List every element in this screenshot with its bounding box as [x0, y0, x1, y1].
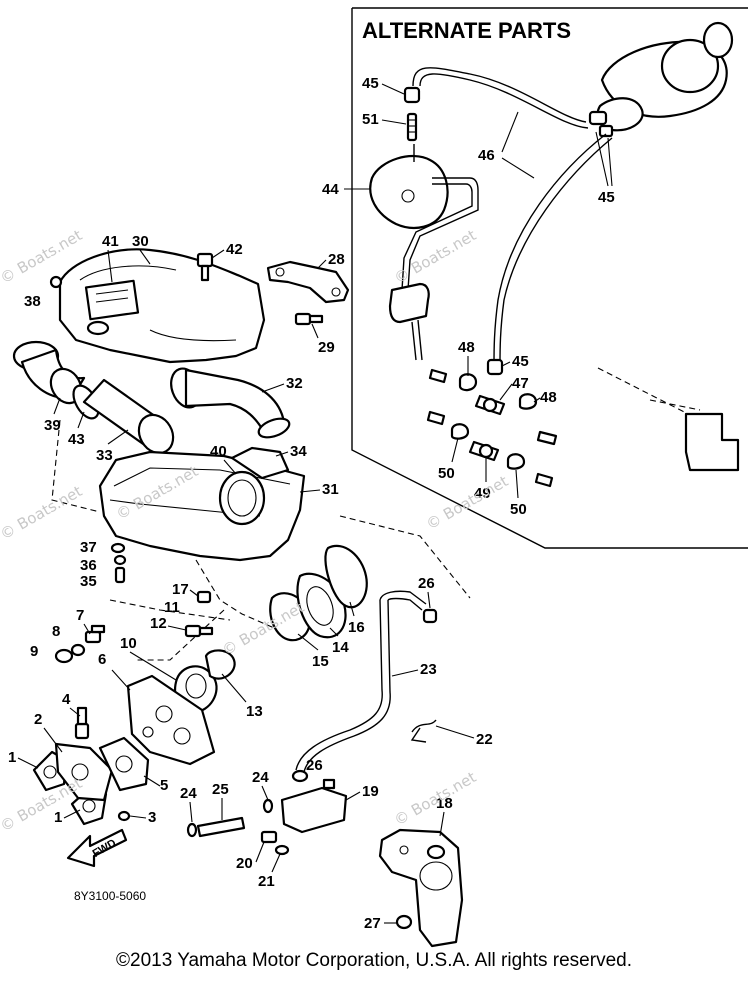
- bolt-29: [294, 312, 324, 326]
- callout-1-upper: 1: [8, 749, 16, 766]
- callout-8: 8: [52, 623, 60, 640]
- callout-13: 13: [246, 703, 263, 720]
- callout-45-lower: 45: [512, 353, 529, 370]
- callout-32: 32: [286, 375, 303, 392]
- callout-7: 7: [76, 607, 84, 624]
- callout-51: 51: [362, 111, 379, 128]
- wire-22: [410, 719, 437, 743]
- callout-11: 11: [164, 599, 180, 616]
- callout-17: 17: [172, 581, 189, 598]
- silencer-cover: [49, 248, 266, 364]
- diagram-code: 8Y3100-5060: [74, 889, 146, 903]
- bolt-4: [74, 706, 90, 740]
- silencer-case: [98, 446, 306, 562]
- alternate-parts-box: ALTERNATE PARTS: [322, 7, 748, 549]
- callout-24-right: 24: [252, 769, 269, 786]
- callout-16: 16: [348, 619, 365, 636]
- callout-26-lower: 26: [306, 757, 323, 774]
- bolt-20-21: [260, 830, 290, 856]
- watermark: © Boats.net: [0, 482, 85, 543]
- intake-duct-33: [82, 378, 175, 455]
- copyright-notice: ©2013 Yamaha Motor Corporation, U.S.A. A…: [116, 950, 632, 971]
- callout-20: 20: [236, 855, 253, 872]
- mounting-plate-6: [126, 674, 216, 766]
- callout-2: 2: [34, 711, 42, 728]
- callout-1-lower: 1: [54, 809, 62, 826]
- callout-6: 6: [98, 651, 106, 668]
- callout-15: 15: [312, 653, 329, 670]
- callout-3: 3: [148, 809, 156, 826]
- callout-48-right: 48: [540, 389, 557, 406]
- callout-42: 42: [226, 241, 243, 258]
- callout-10: 10: [120, 635, 137, 652]
- callout-47: 47: [512, 375, 529, 392]
- callout-41: 41: [102, 233, 119, 250]
- callout-39: 39: [44, 417, 61, 434]
- callout-34: 34: [290, 443, 307, 460]
- callout-4: 4: [62, 691, 71, 708]
- bolt-set-7-9: [54, 624, 106, 664]
- callout-5: 5: [160, 777, 168, 794]
- callout-18: 18: [436, 795, 453, 812]
- callout-50-left: 50: [438, 465, 455, 482]
- fuel-filter-assembly: [588, 21, 734, 138]
- callout-29: 29: [318, 339, 335, 356]
- callout-38: 38: [24, 293, 41, 310]
- callout-23: 23: [420, 661, 437, 678]
- callout-49: 49: [474, 485, 491, 502]
- callout-24-left: 24: [180, 785, 197, 802]
- callout-35: 35: [80, 573, 97, 590]
- rod-25: [186, 798, 274, 838]
- intake-duct-32: [170, 367, 291, 439]
- callout-9: 9: [30, 643, 38, 660]
- callout-33: 33: [96, 447, 113, 464]
- filter-19: [280, 778, 348, 834]
- callout-19: 19: [362, 783, 379, 800]
- callout-40: 40: [210, 443, 227, 460]
- callout-45-top: 45: [362, 75, 379, 92]
- intake-elbow: [12, 340, 86, 405]
- bolt-42: [196, 252, 214, 282]
- callout-26-top: 26: [418, 575, 435, 592]
- callout-27: 27: [364, 915, 381, 932]
- alternate-parts-title: ALTERNATE PARTS: [362, 18, 571, 43]
- callout-14: 14: [332, 639, 349, 656]
- callout-44: 44: [322, 181, 339, 198]
- screw-set-35-37: [110, 542, 127, 584]
- callout-31: 31: [322, 481, 339, 498]
- callout-46: 46: [478, 147, 495, 164]
- nut-27: [395, 914, 413, 930]
- callout-50-right: 50: [510, 501, 527, 518]
- callout-22: 22: [476, 731, 493, 748]
- callout-12: 12: [150, 615, 167, 632]
- callout-45-right: 45: [598, 189, 615, 206]
- fwd-label: FWD: [91, 837, 119, 860]
- callout-30: 30: [132, 233, 149, 250]
- watermark: © Boats.net: [391, 768, 479, 829]
- callout-48-left: 48: [458, 339, 475, 356]
- callout-25: 25: [212, 781, 229, 798]
- callout-28: 28: [328, 251, 345, 268]
- bracket-28: [266, 260, 350, 304]
- callout-21: 21: [258, 873, 275, 890]
- gasket-assembly: [32, 736, 150, 826]
- callout-43: 43: [68, 431, 85, 448]
- callout-37: 37: [80, 539, 97, 556]
- bracket-18: [378, 828, 464, 948]
- fwd-arrow: FWD: [66, 828, 128, 868]
- hose-23: [291, 590, 438, 783]
- callout-36: 36: [80, 557, 97, 574]
